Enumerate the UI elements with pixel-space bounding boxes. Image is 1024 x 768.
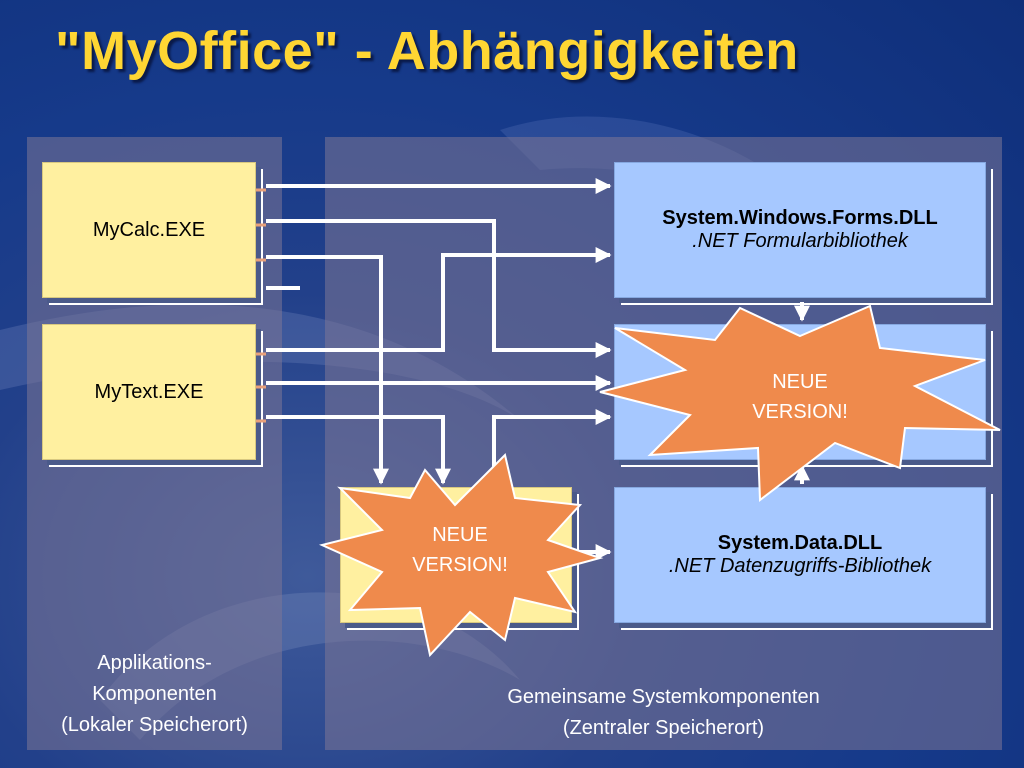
component-desc-data: .NET Datenzugriffs-Bibliothek [668, 555, 932, 577]
shared-components-label: Gemeinsame Systemkomponenten (Zentraler … [325, 682, 1002, 744]
component-name-data: System.Data.DLL [717, 532, 883, 554]
badge-line-1: NEUE [772, 371, 828, 393]
local-components-label: Applikations- Komponenten (Lokaler Speic… [27, 648, 282, 741]
starburst-label-right: NEUE VERSION! [720, 367, 880, 427]
arrow-mycalc-middle [266, 219, 612, 358]
slide-title: "MyOffice" - Abhängigkeiten [55, 21, 799, 81]
app-label-mytext: MyText.EXE [94, 380, 204, 403]
starburst-new-version-left [318, 453, 604, 658]
badge-line-2: VERSION! [752, 401, 848, 423]
arrow-mycalc-local [266, 255, 389, 485]
badge-line-2: VERSION! [412, 554, 508, 576]
component-desc-forms: .NET Formularbibliothek [692, 230, 908, 252]
local-label-line-1: Applikations- [97, 652, 212, 674]
component-box-forms: System.Windows.Forms.DLL .NET Formularbi… [614, 162, 986, 298]
component-box-data: System.Data.DLL .NET Datenzugriffs-Bibli… [614, 487, 986, 623]
shared-label-line-2: (Zentraler Speicherort) [562, 717, 765, 739]
arrow-mytext-forms [266, 247, 612, 352]
app-label-mycalc: MyCalc.EXE [92, 218, 206, 241]
starburst-new-version-right [599, 304, 1001, 502]
shared-label-line-1: Gemeinsame Systemkomponenten [507, 686, 820, 708]
starburst-label-left: NEUE VERSION! [380, 520, 540, 580]
component-name-forms: System.Windows.Forms.DLL [662, 207, 938, 229]
badge-line-1: NEUE [432, 524, 488, 546]
app-box-mycalc: MyCalc.EXE [42, 162, 256, 298]
arrow-mytext-local [266, 415, 451, 485]
local-label-line-3: (Lokaler Speicherort) [61, 714, 248, 736]
app-box-mytext: MyText.EXE [42, 324, 256, 460]
arrow-mytext-middle-2 [492, 409, 612, 483]
local-label-line-2: Komponenten [92, 683, 217, 705]
